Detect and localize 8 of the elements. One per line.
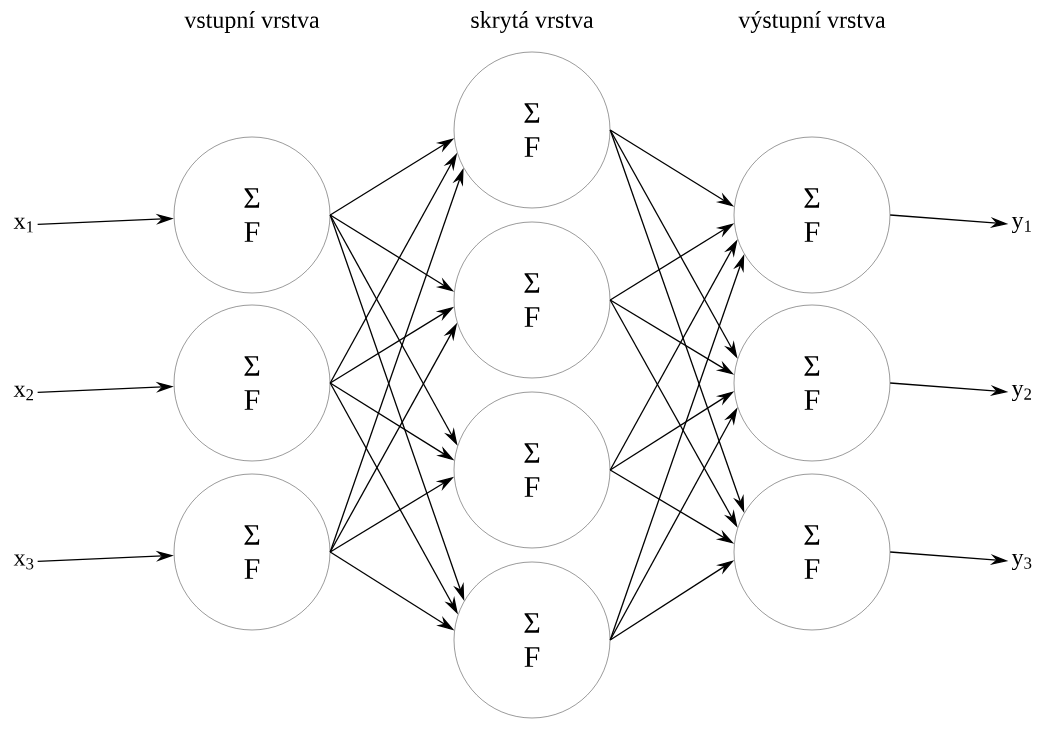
variable-label: x$_{1}$	[13, 217, 33, 233]
variable-label: y$_{2}$	[1011, 384, 1031, 402]
layer-title: výstupní vrstva	[738, 11, 886, 33]
variable-label: x$_{2}$	[13, 385, 34, 401]
variable-label: y$_{1}$	[1011, 216, 1031, 234]
layer-title: vstupní vrstva	[184, 11, 320, 33]
variable-label: x$_{3}$	[13, 554, 34, 570]
variable-label: y$_{3}$	[1011, 553, 1032, 571]
